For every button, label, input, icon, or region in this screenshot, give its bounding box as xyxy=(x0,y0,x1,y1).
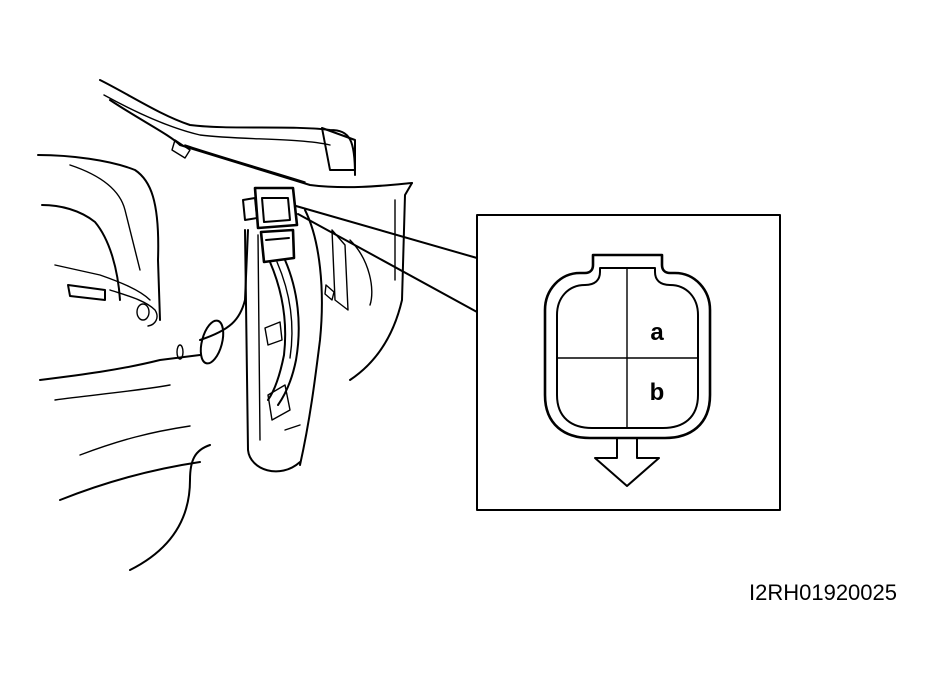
vehicle-body-panel xyxy=(37,79,413,571)
leader-lines xyxy=(295,205,478,313)
terminal-label-b: b xyxy=(650,379,665,406)
wire-harness xyxy=(267,259,300,406)
figure-code: I2RH01920025 xyxy=(749,580,897,605)
connector-detail-inset: a b xyxy=(476,214,781,511)
connector-face-outline xyxy=(543,253,712,440)
down-arrow-icon xyxy=(594,437,660,487)
terminal-label-a: a xyxy=(650,319,664,346)
connector-on-body xyxy=(242,186,299,264)
